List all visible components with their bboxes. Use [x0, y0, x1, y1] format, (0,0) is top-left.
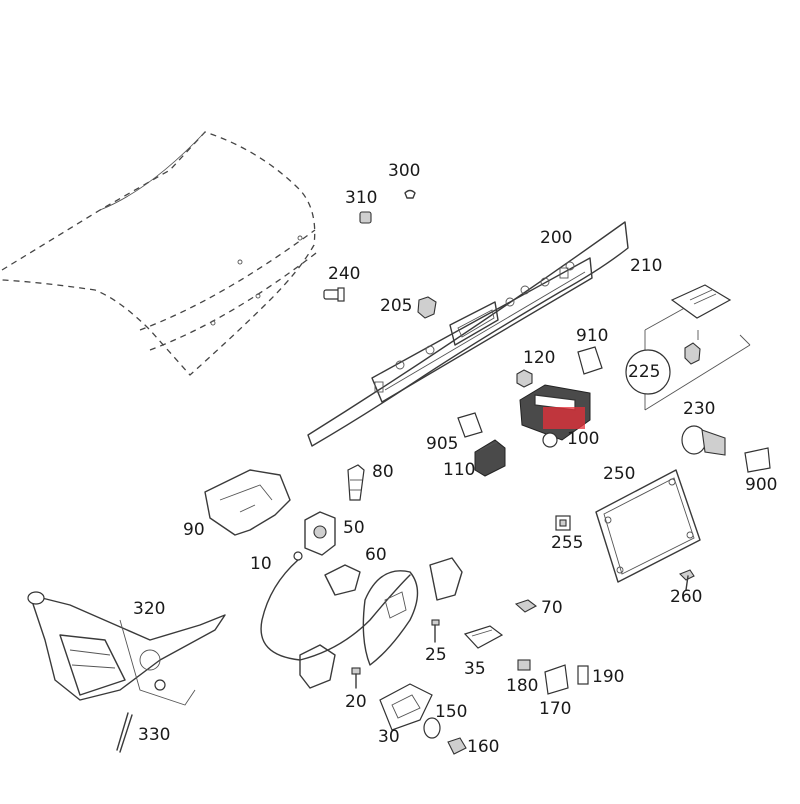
part-300-clip: [404, 189, 416, 199]
label-180: 180: [506, 676, 539, 696]
trunk-lid-outline: [1, 131, 321, 376]
part-310-nut: [359, 211, 372, 224]
label-110: 110: [443, 460, 476, 480]
part-70-clip: [514, 599, 538, 613]
label-150: 150: [435, 702, 468, 722]
label-905: 905: [426, 434, 459, 454]
label-35: 35: [464, 659, 486, 679]
part-120-nut: [516, 369, 533, 388]
part-170-clip: [544, 664, 569, 695]
label-190: 190: [592, 667, 625, 687]
part-255-clip: [555, 515, 571, 531]
label-230: 230: [683, 399, 716, 419]
part-60-latch: [299, 557, 463, 689]
part-35-bracket: [463, 625, 504, 649]
part-900-pad: [744, 447, 771, 473]
label-90: 90: [183, 520, 205, 540]
label-225: 225: [628, 362, 661, 382]
label-50: 50: [343, 518, 365, 538]
part-80-bolt: [347, 464, 365, 501]
part-205-clip: [417, 296, 437, 319]
label-200: 200: [540, 228, 573, 248]
part-330-rod: [116, 712, 133, 753]
part-905-pad: [457, 412, 483, 438]
label-60: 60: [365, 545, 387, 565]
label-320: 320: [133, 599, 166, 619]
part-90-cover: [204, 469, 291, 536]
part-110-switch: [474, 439, 506, 477]
part-190-clip: [577, 665, 589, 685]
label-205: 205: [380, 296, 413, 316]
label-250: 250: [603, 464, 636, 484]
label-70: 70: [541, 598, 563, 618]
part-10-cable: [260, 551, 411, 661]
part-260-screw: [679, 569, 695, 591]
part-20-screw: [351, 667, 361, 689]
label-80: 80: [372, 462, 394, 482]
label-160: 160: [467, 737, 500, 757]
part-160-clip: [447, 737, 467, 755]
label-25: 25: [425, 645, 447, 665]
part-320-hinge-actuator: [27, 591, 226, 706]
part-25-screw: [431, 619, 440, 643]
part-910-pad: [577, 346, 603, 375]
label-100: 100: [567, 429, 600, 449]
label-260: 260: [670, 587, 703, 607]
label-170: 170: [539, 699, 572, 719]
label-10: 10: [250, 554, 272, 574]
label-310: 310: [345, 188, 378, 208]
part-50-lock: [304, 511, 336, 556]
label-330: 330: [138, 725, 171, 745]
label-30: 30: [378, 727, 400, 747]
part-100-camera: [519, 384, 591, 448]
trunk-handle-strip: [307, 221, 629, 447]
part-30-handle-housing: [379, 683, 433, 731]
part-150-bulb: [423, 717, 441, 739]
part-240-bolt: [323, 287, 345, 302]
label-255: 255: [551, 533, 584, 553]
label-210: 210: [630, 256, 663, 276]
part-180-clip: [517, 659, 531, 671]
label-120: 120: [523, 348, 556, 368]
part-250-plate-frame: [595, 469, 701, 583]
label-910: 910: [576, 326, 609, 346]
part-225-detail: [625, 284, 751, 411]
label-900: 900: [745, 475, 778, 495]
label-300: 300: [388, 161, 421, 181]
part-230-license-light: [681, 425, 726, 456]
label-240: 240: [328, 264, 361, 284]
label-20: 20: [345, 692, 367, 712]
camera-highlight-marker: [543, 407, 585, 429]
